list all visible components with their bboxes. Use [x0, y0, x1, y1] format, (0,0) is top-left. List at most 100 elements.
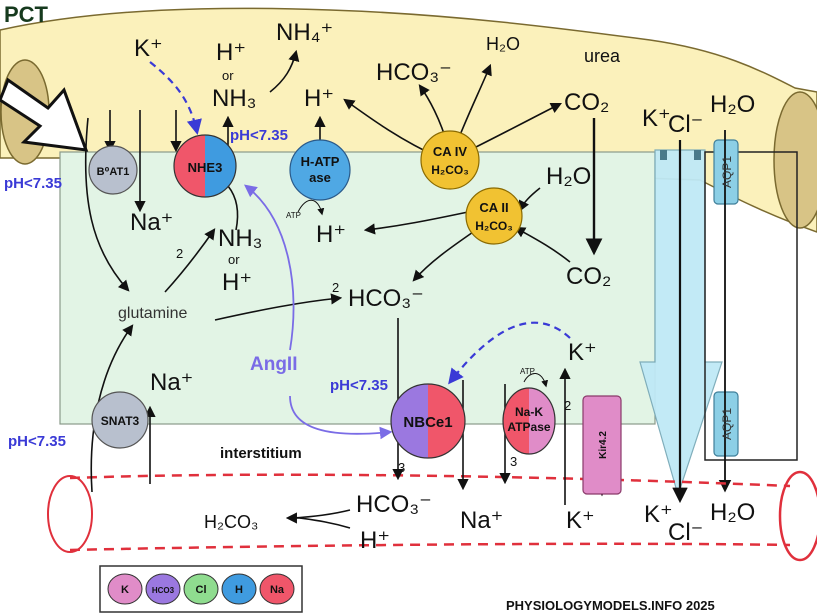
lumen-h2o: H₂O — [486, 34, 520, 54]
snat3-na: Na⁺ — [150, 369, 193, 396]
lumen-h2o-right: H₂O — [710, 91, 755, 118]
blood-h: H⁺ — [360, 527, 390, 554]
atp-curve-2 — [523, 373, 549, 388]
blood-h2co3: H₂CO₃ — [204, 512, 258, 532]
caiv-co2-arrow — [469, 102, 563, 151]
lumen-hco3: HCO₃⁻ — [376, 59, 452, 86]
lumen-k-ion: K⁺ — [642, 105, 671, 132]
cell-or: or — [228, 252, 240, 267]
blood-k: K⁺ — [566, 507, 595, 534]
nak-label-top: Na-K — [515, 405, 543, 419]
angii-label: AngII — [250, 354, 298, 375]
aqp1-bottom — [713, 391, 739, 457]
ca-iv-label: CA IV — [433, 144, 468, 159]
snat3-label: SNAT3 — [101, 414, 140, 428]
cell-h2o: H₂O — [546, 163, 591, 190]
kir42-channel: Kir4.2 — [582, 395, 622, 495]
cell-h-caii: H⁺ — [316, 221, 346, 248]
page-title: PCT — [4, 2, 49, 27]
cell — [59, 151, 656, 425]
atp-label-2: ATP — [520, 367, 535, 376]
legend-swatch-na — [259, 573, 295, 605]
atp-curve-1 — [297, 199, 325, 216]
nh3-nh4-arrow — [269, 49, 300, 93]
nak-atpase-transporter: Na-K ATPase — [502, 387, 556, 455]
legend-swatch-cl — [183, 573, 219, 605]
lumen-urea: urea — [584, 46, 621, 66]
ph-label-3: pH<7.35 — [330, 377, 388, 394]
legend-label-na: Na — [270, 584, 285, 596]
h2co3-arrow — [291, 509, 351, 529]
aqp1-top-label: AQP1 — [720, 156, 734, 188]
ca-ii-label: CA II — [479, 200, 508, 215]
cell-co2: CO₂ — [566, 263, 611, 290]
lumen-k: K⁺ — [134, 35, 163, 62]
blood-na: Na⁺ — [460, 507, 503, 534]
blood-k-ion: K⁺ — [644, 501, 673, 528]
glutamine-nh3-arrow — [164, 228, 216, 293]
lumen-h: H⁺ — [216, 39, 246, 66]
caii-h-arrow — [363, 211, 469, 235]
k-to-nbce1-arrow — [448, 321, 571, 385]
hatpase-label-top: H-ATP — [301, 154, 340, 169]
cell-h: H⁺ — [222, 269, 252, 296]
ph-label-2: pH<7.35 — [230, 127, 288, 144]
kir-label: Kir4.2 — [598, 431, 609, 459]
aqp1-bottom-label: AQP1 — [720, 408, 734, 440]
cell-nh3: NH₃ — [218, 225, 262, 252]
lumen-co2: CO₂ — [564, 89, 609, 116]
aqp1-frame — [704, 151, 798, 461]
ca-ii-enzyme: CA II H₂CO₃ — [465, 187, 523, 245]
nhe3-label: NHE3 — [188, 160, 223, 175]
hco3-stoich: 2 — [332, 280, 339, 295]
snat3-transporter: SNAT3 — [91, 391, 149, 449]
glutamine-left-arrow — [84, 117, 130, 292]
legend: K HCO3 Cl H Na — [107, 573, 295, 605]
ca-iv-h2co3: H₂CO₃ — [431, 163, 469, 177]
ca-iv-enzyme: CA IV H₂CO₃ — [420, 130, 480, 190]
ph-label-4: pH<7.35 — [8, 433, 66, 450]
legend-label-h: H — [235, 584, 243, 596]
nh3-to-nhe3-arrow — [227, 185, 239, 231]
nak-label-bottom: ATPase — [507, 420, 550, 434]
cell-hco3: HCO₃⁻ — [348, 285, 424, 312]
lumen-h-atpase: H⁺ — [304, 85, 334, 112]
legend-label-cl: Cl — [196, 584, 207, 596]
boat1-label: B⁰AT1 — [97, 166, 130, 178]
hco3-stoich-3: 3 — [398, 460, 405, 475]
caiv-h2o-arrow — [457, 63, 492, 141]
glutamine-label: glutamine — [118, 305, 187, 322]
caii-hco3-arrow — [412, 229, 477, 282]
k-stoich: 2 — [564, 398, 571, 413]
angii-nhe3-arrow — [244, 184, 295, 351]
lumen-right-end — [773, 91, 817, 229]
lumen-nh3: NH₃ — [212, 85, 256, 112]
legend-label-k: K — [121, 584, 129, 596]
ca-ii-h2co3: H₂CO₃ — [475, 219, 513, 233]
legend-swatch-k — [107, 573, 143, 605]
lumen-nh4: NH₄⁺ — [276, 19, 333, 46]
aqp1-top — [713, 139, 739, 205]
k-to-nhe3-arrow — [149, 61, 202, 136]
lumen-or: or — [222, 68, 234, 83]
nh3-stoich: 2 — [176, 246, 183, 261]
channel-marker-left — [660, 150, 667, 160]
nbce1-transporter: NBCe1 — [390, 383, 466, 459]
legend-label-hco3: HCO3 — [152, 586, 175, 595]
cell-na: Na⁺ — [130, 209, 173, 236]
cell-k: K⁺ — [568, 339, 597, 366]
nbce1-label: NBCe1 — [403, 414, 452, 431]
blood-cl: Cl⁻ — [668, 519, 703, 546]
co2-caii-arrow — [514, 226, 571, 263]
hatpase-label-bottom: ase — [309, 170, 331, 185]
na-stoich-3: 3 — [510, 454, 517, 469]
blood-hco3: HCO₃⁻ — [356, 491, 432, 518]
lumen-cl: Cl⁻ — [668, 111, 703, 138]
channel-marker-right — [694, 150, 701, 160]
boat1-transporter: B⁰AT1 — [88, 145, 138, 195]
legend-swatch-hco3 — [145, 573, 181, 605]
blood-h2o: H₂O — [710, 499, 755, 526]
ph-label-1: pH<7.35 — [4, 175, 62, 192]
capillary-left-end — [47, 475, 93, 553]
